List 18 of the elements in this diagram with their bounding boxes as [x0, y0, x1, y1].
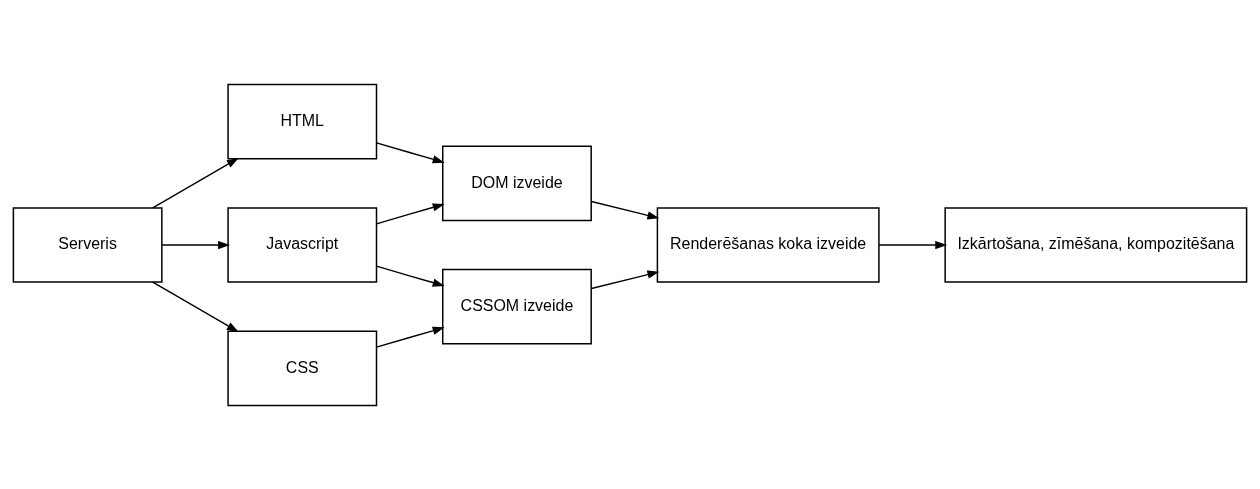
arrow — [590, 270, 660, 289]
node-box: Renderēšanas koka izveide — [656, 206, 880, 283]
arrow — [878, 240, 948, 249]
arrow — [590, 200, 660, 219]
node-box: HTML — [227, 83, 378, 160]
arrow — [375, 265, 445, 287]
arrow — [152, 157, 239, 208]
node-box: DOM izveide — [442, 145, 592, 221]
arrow — [375, 141, 445, 163]
node-box: Izkārtošana, zīmēšana, kompozitēšana — [944, 206, 1248, 283]
node-box: CSS — [227, 329, 378, 406]
arrow — [161, 240, 230, 249]
arrow — [375, 326, 445, 348]
node-box: Javascript — [227, 206, 378, 283]
arrow — [152, 281, 239, 332]
node-box: CSSOM izveide — [442, 268, 592, 344]
arrow — [375, 202, 445, 224]
node-box: Serveris — [12, 206, 163, 283]
